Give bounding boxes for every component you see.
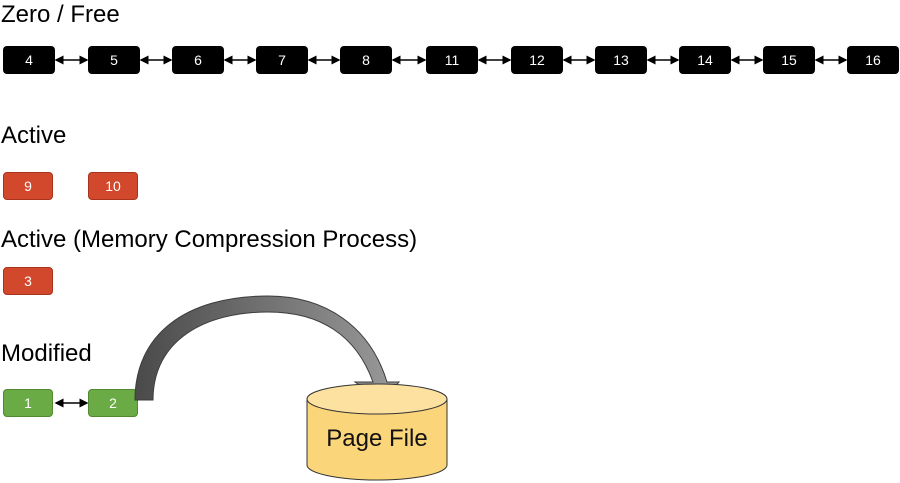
- modified-page: 2: [88, 389, 138, 417]
- zero-free-title: Zero / Free: [1, 1, 120, 28]
- curved-arrow-icon: [134, 295, 401, 401]
- free-page: 12: [511, 46, 563, 74]
- mcp-page: 3: [3, 267, 53, 295]
- active-page: 10: [88, 172, 138, 200]
- modified-title: Modified: [1, 340, 92, 367]
- active-title: Active: [1, 122, 67, 149]
- free-page: 11: [426, 46, 478, 74]
- modified-page: 1: [3, 389, 53, 417]
- free-page: 8: [340, 46, 392, 74]
- active-page: 9: [3, 172, 53, 200]
- free-page: 4: [3, 46, 55, 74]
- active-mcp-title: Active (Memory Compression Process): [1, 226, 418, 253]
- free-page: 6: [172, 46, 224, 74]
- free-page: 16: [847, 46, 899, 74]
- page-file-label: Page File: [326, 425, 428, 452]
- free-page: 7: [256, 46, 308, 74]
- free-page: 13: [595, 46, 647, 74]
- free-page: 14: [679, 46, 731, 74]
- free-page: 15: [763, 46, 815, 74]
- free-page: 5: [88, 46, 140, 74]
